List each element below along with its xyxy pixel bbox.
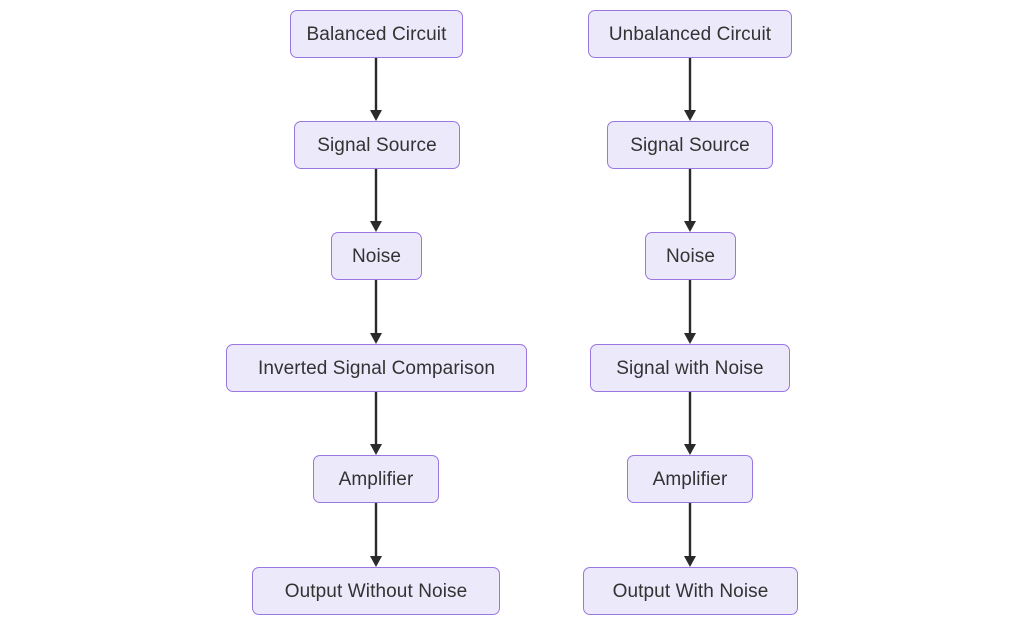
- flow-node-output-with-noise[interactable]: Output With Noise: [583, 567, 798, 615]
- arrow-head-icon: [684, 556, 696, 567]
- flow-node-amplifier[interactable]: Amplifier: [313, 455, 439, 503]
- flow-arrow-amplifier-2-to-output-with-noise: [684, 503, 696, 567]
- flow-node-signal-source[interactable]: Signal Source: [294, 121, 460, 169]
- arrow-head-icon: [370, 556, 382, 567]
- flow-node-label: Unbalanced Circuit: [608, 23, 772, 45]
- flow-arrow-signal-with-noise-to-amplifier-2: [684, 392, 696, 455]
- arrow-head-icon: [684, 110, 696, 121]
- flow-arrow-noise-2-to-signal-with-noise: [684, 280, 696, 344]
- flow-node-label: Signal with Noise: [616, 357, 764, 379]
- flow-arrow-signal-source-2-to-noise-2: [684, 169, 696, 232]
- flow-arrow-balanced-circuit-to-signal-source: [370, 58, 382, 121]
- arrow-head-icon: [684, 221, 696, 232]
- flow-node-noise[interactable]: Noise: [331, 232, 422, 280]
- flow-node-noise-2[interactable]: Noise: [645, 232, 736, 280]
- arrow-head-icon: [684, 444, 696, 455]
- arrow-head-icon: [370, 110, 382, 121]
- flow-arrow-signal-source-to-noise: [370, 169, 382, 232]
- flow-node-label: Noise: [665, 245, 716, 267]
- flow-node-balanced-circuit[interactable]: Balanced Circuit: [290, 10, 463, 58]
- flow-arrow-unbalanced-circuit-to-signal-source-2: [684, 58, 696, 121]
- flow-arrow-inverted-signal-comparison-to-amplifier: [370, 392, 382, 455]
- flow-node-label: Signal Source: [317, 134, 437, 156]
- flow-node-label: Amplifier: [338, 468, 414, 490]
- flow-node-signal-source-2[interactable]: Signal Source: [607, 121, 773, 169]
- arrow-head-icon: [370, 333, 382, 344]
- flow-arrow-noise-to-inverted-signal-comparison: [370, 280, 382, 344]
- flow-node-output-without-noise[interactable]: Output Without Noise: [252, 567, 500, 615]
- flow-node-amplifier-2[interactable]: Amplifier: [627, 455, 753, 503]
- arrow-head-icon: [370, 444, 382, 455]
- flow-node-label: Signal Source: [630, 134, 750, 156]
- flow-node-label: Noise: [351, 245, 402, 267]
- flow-node-label: Amplifier: [652, 468, 728, 490]
- arrow-head-icon: [370, 221, 382, 232]
- arrow-head-icon: [684, 333, 696, 344]
- flow-node-label: Output With Noise: [612, 580, 769, 602]
- flow-node-label: Inverted Signal Comparison: [257, 357, 496, 379]
- flow-node-unbalanced-circuit[interactable]: Unbalanced Circuit: [588, 10, 792, 58]
- flow-node-label: Balanced Circuit: [306, 23, 447, 45]
- flow-node-label: Output Without Noise: [284, 580, 468, 602]
- flow-arrow-amplifier-to-output-without-noise: [370, 503, 382, 567]
- flow-node-inverted-signal-comparison[interactable]: Inverted Signal Comparison: [226, 344, 527, 392]
- flow-node-signal-with-noise[interactable]: Signal with Noise: [590, 344, 790, 392]
